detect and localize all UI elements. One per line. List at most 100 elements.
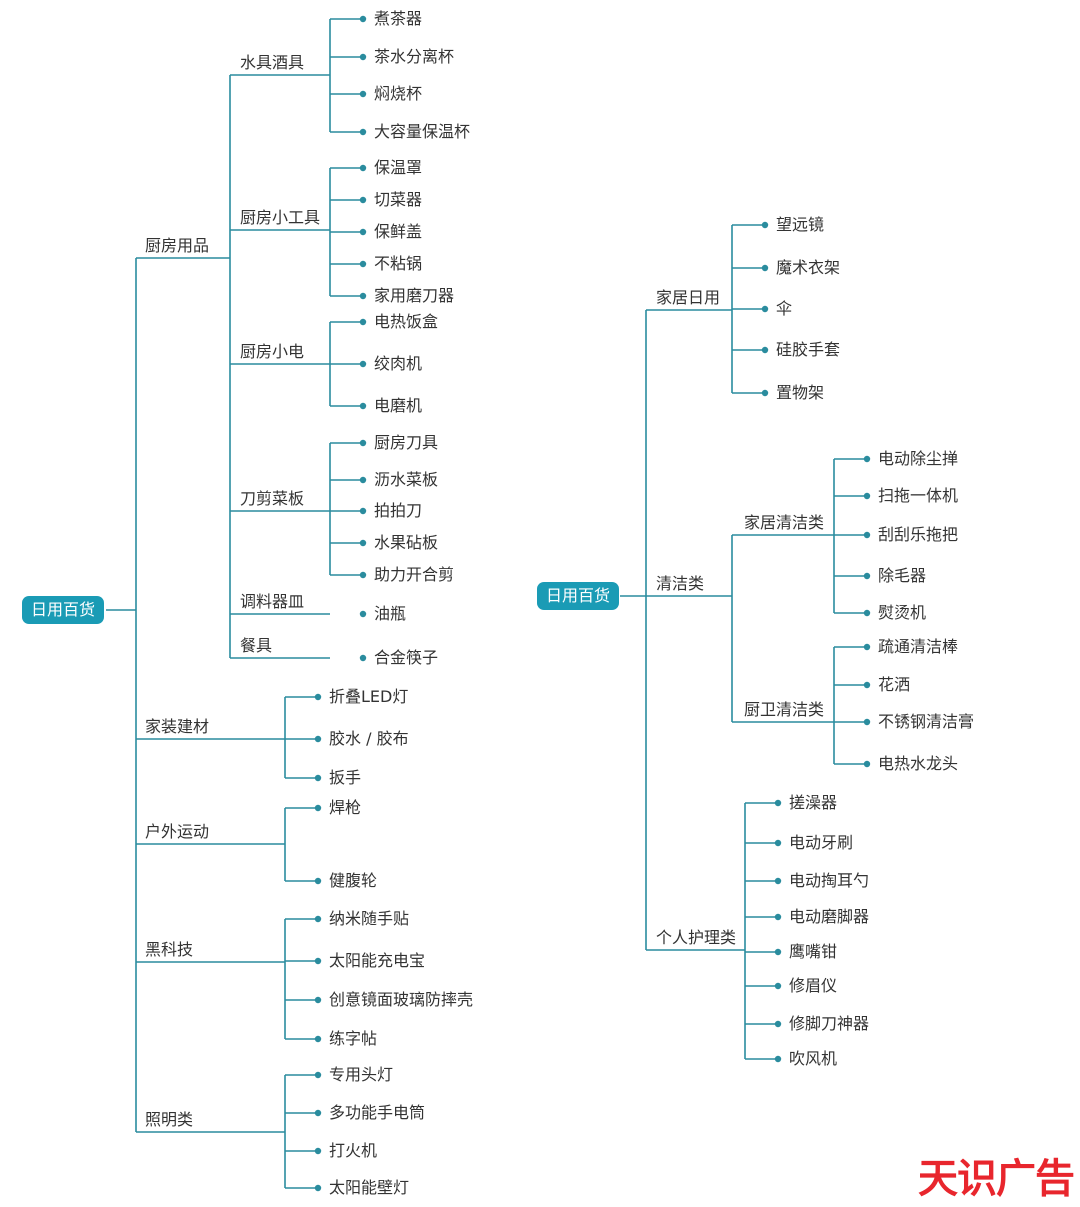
leaf-dot: [774, 948, 782, 956]
category-label: 照明类: [145, 1110, 194, 1129]
leaf-dot: [359, 260, 367, 268]
leaf-node: 魔术衣架: [776, 258, 841, 277]
leaf-node: 太阳能壁灯: [329, 1178, 410, 1197]
subcategory-label: 餐具: [240, 636, 273, 655]
leaf-node: 刮刮乐拖把: [878, 525, 959, 544]
leaf-node: 不锈钢清洁膏: [878, 712, 975, 731]
leaf-dot: [314, 735, 322, 743]
leaf-dot: [863, 681, 871, 689]
leaf-node: 电动牙刷: [789, 833, 854, 852]
leaf-dot: [863, 531, 871, 539]
leaf-node: 沥水菜板: [374, 470, 439, 489]
leaf-dot: [314, 774, 322, 782]
category-label: 黑科技: [145, 940, 194, 959]
leaf-dot: [761, 346, 769, 354]
leaf-node: 扫拖一体机: [878, 486, 959, 505]
leaf-node: 茶水分离杯: [374, 47, 455, 66]
subcategory-label: 刀剪菜板: [240, 489, 305, 508]
leaf-node: 合金筷子: [374, 648, 439, 667]
leaf-dot: [359, 654, 367, 662]
leaf-dot: [774, 982, 782, 990]
leaf-dot: [314, 957, 322, 965]
subcategory-label: 厨房小电: [240, 342, 305, 361]
leaf-dot: [863, 718, 871, 726]
leaf-dot: [359, 539, 367, 547]
leaf-node: 煮茶器: [374, 9, 423, 28]
leaf-node: 保鲜盖: [374, 222, 423, 241]
leaf-dot: [359, 610, 367, 618]
leaf-dot: [359, 53, 367, 61]
leaf-node: 鹰嘴钳: [789, 942, 838, 961]
leaf-dot: [359, 571, 367, 579]
leaf-node: 助力开合剪: [374, 565, 455, 584]
leaf-node: 胶水 / 胶布: [329, 729, 409, 748]
leaf-dot: [314, 1035, 322, 1043]
leaf-node: 大容量保温杯: [374, 122, 471, 141]
leaf-dot: [761, 221, 769, 229]
leaf-node: 不粘锅: [374, 254, 423, 273]
leaf-dot: [314, 1184, 322, 1192]
leaf-dot: [863, 760, 871, 768]
category-label: 个人护理类: [656, 928, 737, 947]
leaf-node: 疏通清洁棒: [878, 637, 959, 656]
category-label: 厨房用品: [145, 236, 210, 255]
category-label: 家装建材: [145, 717, 210, 736]
leaf-dot: [359, 318, 367, 326]
leaf-dot: [359, 360, 367, 368]
leaf-node: 焊枪: [329, 798, 362, 817]
leaf-node: 练字帖: [329, 1029, 378, 1048]
leaf-node: 厨房刀具: [374, 433, 439, 452]
subcategory-label: 厨卫清洁类: [744, 700, 825, 719]
leaf-node: 太阳能充电宝: [329, 951, 426, 970]
leaf-node: 折叠LED灯: [329, 687, 409, 706]
leaf-node: 熨烫机: [878, 603, 927, 622]
leaf-dot: [359, 292, 367, 300]
brand-watermark: 天识广告: [918, 1156, 1075, 1202]
leaf-dot: [359, 196, 367, 204]
leaf-dot: [863, 609, 871, 617]
leaf-node: 置物架: [776, 383, 825, 402]
leaf-dot: [863, 455, 871, 463]
leaf-node: 扳手: [329, 768, 362, 787]
leaf-dot: [314, 996, 322, 1004]
leaf-dot: [359, 128, 367, 136]
leaf-dot: [314, 877, 322, 885]
leaf-dot: [314, 693, 322, 701]
category-label: 家居日用: [656, 288, 721, 307]
leaf-node: 电动磨脚器: [789, 907, 870, 926]
leaf-dot: [761, 305, 769, 313]
category-label: 户外运动: [145, 822, 210, 841]
leaf-dot: [774, 1020, 782, 1028]
leaf-dot: [314, 915, 322, 923]
leaf-node: 花洒: [878, 675, 911, 694]
root-node: 日用百货: [537, 582, 620, 610]
leaf-dot: [359, 164, 367, 172]
leaf-node: 电磨机: [374, 396, 423, 415]
leaf-node: 油瓶: [374, 604, 407, 623]
leaf-dot: [774, 1055, 782, 1063]
leaf-node: 望远镜: [776, 215, 825, 234]
leaf-dot: [314, 1109, 322, 1117]
leaf-node: 拍拍刀: [374, 501, 423, 520]
leaf-node: 家用磨刀器: [374, 286, 455, 305]
leaf-node: 创意镜面玻璃防摔壳: [329, 990, 474, 1009]
subcategory-label: 厨房小工具: [240, 208, 321, 227]
leaf-dot: [359, 90, 367, 98]
leaf-dot: [863, 643, 871, 651]
leaf-node: 水果砧板: [374, 533, 439, 552]
leaf-node: 纳米随手贴: [329, 909, 410, 928]
leaf-dot: [774, 799, 782, 807]
leaf-dot: [863, 492, 871, 500]
leaf-dot: [774, 839, 782, 847]
leaf-dot: [761, 389, 769, 397]
subcategory-label: 家居清洁类: [744, 513, 825, 532]
leaf-node: 电动掏耳勺: [789, 871, 870, 890]
leaf-dot: [359, 476, 367, 484]
leaf-dot: [314, 804, 322, 812]
leaf-node: 修脚刀神器: [789, 1014, 870, 1033]
leaf-dot: [359, 228, 367, 236]
leaf-node: 电热水龙头: [878, 754, 959, 773]
leaf-dot: [774, 877, 782, 885]
